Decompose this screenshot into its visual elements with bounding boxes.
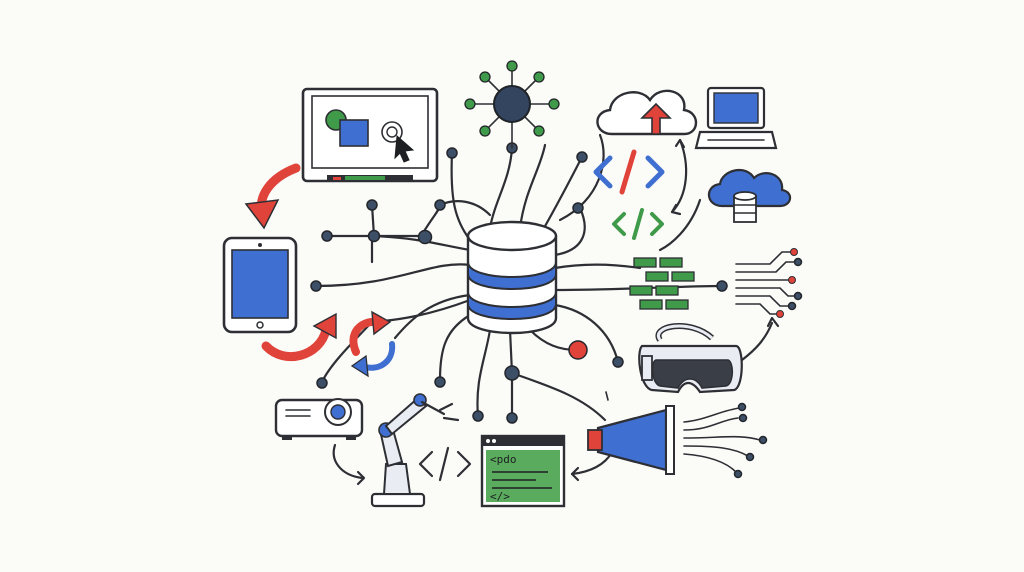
tablet-icon bbox=[222, 236, 298, 334]
database-icon bbox=[466, 220, 558, 335]
code-header-text: <pdo bbox=[490, 453, 517, 466]
code-brackets-blue-icon bbox=[593, 149, 665, 195]
sync-arrows-icon bbox=[261, 310, 396, 378]
arrow-heads bbox=[356, 138, 780, 486]
connection-nodes bbox=[310, 142, 728, 424]
laptop-icon bbox=[694, 86, 778, 150]
cloud-upload-icon bbox=[596, 89, 698, 136]
code-window-icon: <pdo </> bbox=[480, 434, 566, 508]
code-brackets-green-icon bbox=[612, 208, 664, 240]
code-footer-text: </> bbox=[490, 490, 510, 503]
projector-icon bbox=[274, 398, 364, 440]
circuit-lines-icon bbox=[735, 248, 803, 318]
megaphone-icon bbox=[587, 391, 768, 479]
green-blocks-icon bbox=[629, 257, 695, 310]
cloud-database-icon bbox=[707, 168, 792, 223]
robot-arm-icon bbox=[370, 393, 460, 508]
vr-headset-icon bbox=[638, 323, 743, 394]
red-arrow-icon bbox=[244, 163, 301, 230]
monitor-icon bbox=[301, 87, 439, 183]
code-brackets-icon bbox=[418, 446, 472, 482]
network-hub-icon bbox=[464, 60, 560, 149]
